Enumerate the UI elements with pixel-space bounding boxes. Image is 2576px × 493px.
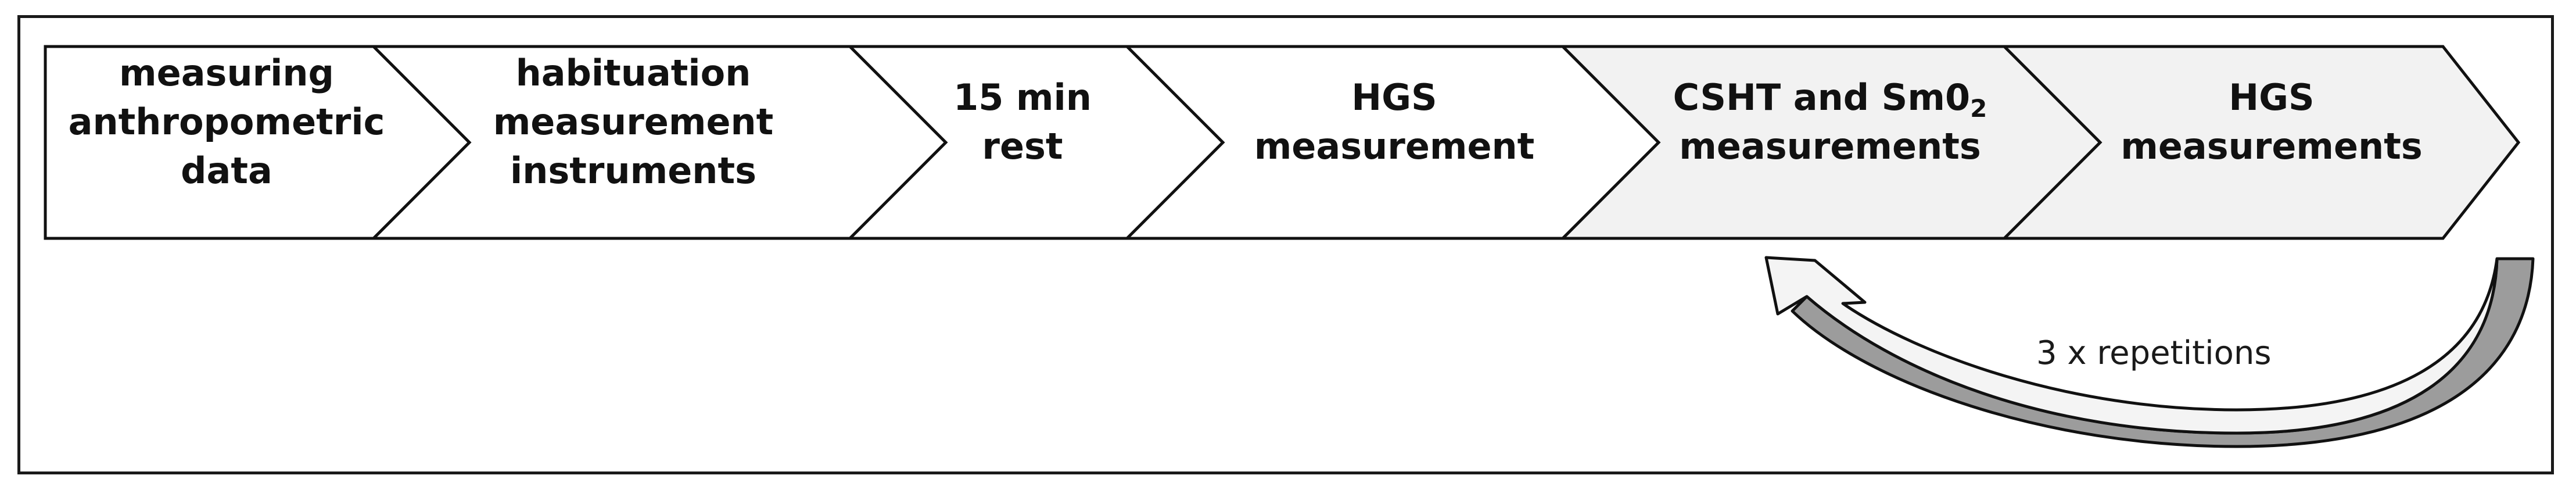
subscript-2: 2	[1970, 94, 1987, 123]
step-chevron-hgs-measurements	[2000, 45, 2521, 240]
step-label-habituation-measurement-instruments: habituation measurement instruments	[493, 52, 774, 192]
step-label-15-min-rest: 15 min rest	[953, 76, 1092, 167]
step-chevrons	[44, 45, 2521, 240]
repetitions-label: 3 x repetitions	[2036, 334, 2272, 372]
step-label-measuring-anthropometric-data: measuring anthropometric data	[68, 52, 385, 192]
step-label-csht-and-smo2-measurements: CSHT and Sm02 measurements	[1673, 76, 1987, 167]
curved-return-arrow-icon	[1764, 256, 2535, 448]
step-label-hgs-measurement: HGS measurement	[1254, 76, 1535, 167]
step-label-hgs-measurements: HGS measurements	[2121, 76, 2423, 167]
